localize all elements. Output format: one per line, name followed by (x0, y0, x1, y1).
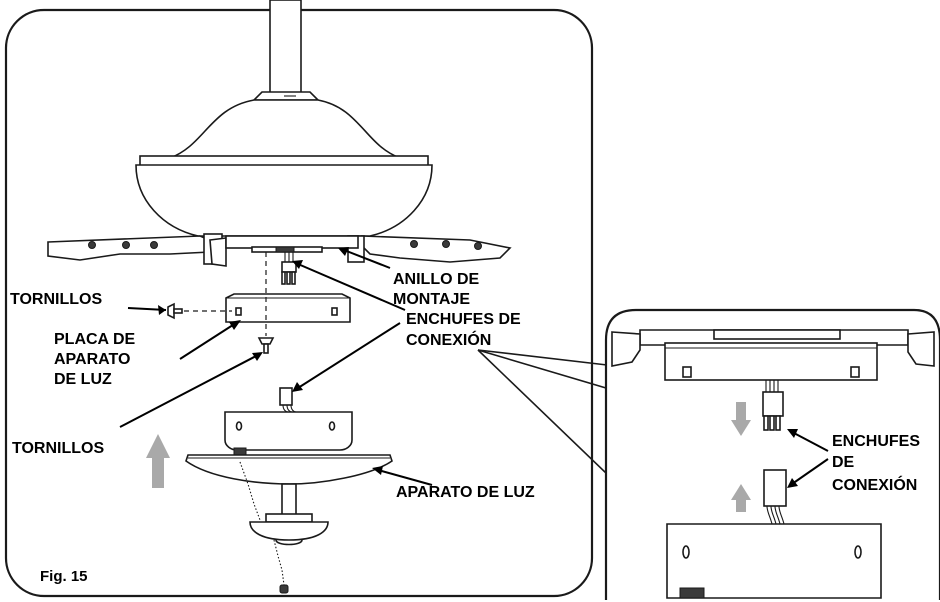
detail-panel: ENCHUFES DE CONEXIÓN (604, 308, 940, 600)
label-light-fixture: APARATO DE LUZ (396, 484, 535, 501)
pointer-lines (119, 247, 433, 486)
mounting-ring (225, 235, 359, 253)
detail-upper-connector (762, 380, 784, 431)
detail-pointer-lines (787, 429, 829, 488)
blade-arm-left (47, 233, 227, 267)
detail-label-connectors-3: CONEXIÓN (832, 475, 917, 494)
detail-light-fixture-top (666, 523, 882, 599)
motor-housing (135, 91, 433, 237)
label-mounting-ring-2: MONTAJE (393, 291, 470, 308)
detail-up-arrow (731, 484, 751, 512)
detail-motor-bottom (611, 329, 935, 367)
blade-arm-right (347, 235, 512, 263)
detail-light-kit-plate (664, 342, 878, 381)
label-mounting-ring-1: ANILLO DE (393, 271, 480, 288)
label-screws-bottom: TORNILLOS (12, 440, 104, 457)
detail-label-connectors-2: DE (832, 454, 855, 471)
downrod (269, 0, 302, 96)
label-light-plate-1: PLACA DE (54, 331, 136, 348)
label-light-plate-2: APARATO (54, 351, 130, 368)
up-arrow-large (146, 434, 170, 488)
detail-down-arrow (731, 402, 751, 436)
label-connectors-1: ENCHUFES DE (406, 311, 521, 328)
upper-connector (281, 252, 297, 285)
screw-bottom (257, 252, 275, 354)
light-fixture (185, 411, 393, 594)
main-panel: TORNILLOS ANILLO DE MONTAJE ENCHUFES DE … (4, 0, 594, 598)
detail-lower-connector (763, 469, 787, 525)
figure-number: Fig. 15 (40, 568, 88, 585)
label-screws-top: TORNILLOS (10, 291, 102, 308)
label-connectors-2: CONEXIÓN (406, 330, 491, 349)
light-kit-plate (225, 293, 351, 323)
screw-side (167, 302, 232, 320)
detail-label-connectors-1: ENCHUFES (832, 433, 920, 450)
label-light-plate-3: DE LUZ (54, 371, 112, 388)
